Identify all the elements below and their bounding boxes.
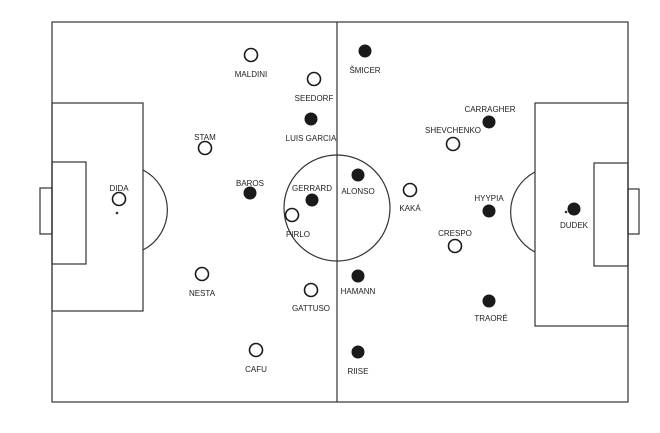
players-layer: MALDINI SEEDORF STAM LUIS GARCIA DIDA BAROS GE… (109, 44, 589, 376)
player-marker (284, 207, 300, 223)
player-marker (111, 191, 127, 207)
left-goal-area (51, 161, 87, 265)
player-label: CARRAGHER (464, 105, 515, 114)
right-goal-area (593, 162, 629, 267)
player-label: RIISE (348, 367, 369, 376)
right-penalty-arc (510, 171, 536, 253)
player-marker (351, 345, 365, 359)
player-hamann: HAMANN (341, 269, 376, 296)
right-penalty-area (534, 102, 629, 327)
player-marker (197, 140, 213, 156)
player-hyypia: HYYPIA (474, 194, 504, 218)
player-cafu: CAFU (245, 342, 267, 374)
player-marker (243, 47, 259, 63)
player-marker (351, 269, 365, 283)
player-label: SHEVCHENKO (425, 126, 481, 135)
player-label: TRAORÉ (474, 314, 507, 323)
pitch-boundary (51, 21, 629, 403)
player-label: KAKÁ (399, 204, 421, 213)
player-label: CRESPO (438, 229, 472, 238)
player-gerrard: GERRARD (292, 184, 332, 207)
player-label: DUDEK (560, 221, 589, 230)
player-label: ŠMICER (349, 66, 380, 75)
player-marker (306, 71, 322, 87)
right-penalty-spot (564, 210, 568, 214)
player-smicer: ŠMICER (349, 44, 381, 75)
player-label: LUIS GARCIA (286, 134, 337, 143)
left-penalty-area (51, 102, 144, 312)
player-marker (351, 168, 365, 182)
center-circle (283, 154, 391, 262)
player-label: ALONSO (341, 187, 374, 196)
player-carragher: CARRAGHER (464, 105, 516, 129)
player-label: DIDA (109, 184, 129, 193)
player-marker (305, 193, 319, 207)
player-marker (402, 182, 418, 198)
player-marker (447, 238, 463, 254)
player-marker (482, 294, 496, 308)
player-riise: RIISE (348, 345, 369, 376)
player-luis-garcia: LUIS GARCIA (286, 112, 337, 143)
player-marker (482, 115, 496, 129)
player-dudek: DUDEK (560, 202, 589, 230)
player-marker (567, 202, 581, 216)
player-stam: STAM (194, 133, 216, 156)
player-alonso: ALONSO (341, 168, 375, 196)
player-label: GATTUSO (292, 304, 330, 313)
player-kaka: KAKÁ (399, 182, 421, 213)
player-shevchenko: SHEVCHENKO (425, 126, 481, 152)
player-marker (482, 204, 496, 218)
left-penalty-spot (115, 211, 119, 215)
player-label: MALDINI (235, 70, 267, 79)
player-baros: BAROS (236, 179, 264, 200)
player-label: HAMANN (341, 287, 376, 296)
player-crespo: CRESPO (438, 229, 472, 254)
player-label: PIRLO (286, 230, 310, 239)
player-traore: TRAORÉ (474, 294, 508, 323)
player-marker (358, 44, 372, 58)
player-marker (303, 282, 319, 298)
player-label: GERRARD (292, 184, 332, 193)
player-gattuso: GATTUSO (292, 282, 330, 313)
player-label: BAROS (236, 179, 264, 188)
player-maldini: MALDINI (235, 47, 267, 79)
player-label: HYYPIA (474, 194, 504, 203)
player-marker (194, 266, 210, 282)
player-marker (248, 342, 264, 358)
player-dida: DIDA (109, 184, 129, 207)
player-pirlo: PIRLO (284, 207, 310, 239)
right-goal (627, 188, 640, 235)
player-nesta: NESTA (189, 266, 216, 298)
player-label: SEEDORF (295, 94, 334, 103)
player-marker (243, 186, 257, 200)
player-label: NESTA (189, 289, 216, 298)
player-marker (304, 112, 318, 126)
player-marker (445, 136, 461, 152)
player-seedorf: SEEDORF (295, 71, 334, 103)
player-label: CAFU (245, 365, 267, 374)
left-penalty-arc (142, 169, 168, 251)
player-label: STAM (194, 133, 216, 142)
left-goal (39, 187, 53, 235)
